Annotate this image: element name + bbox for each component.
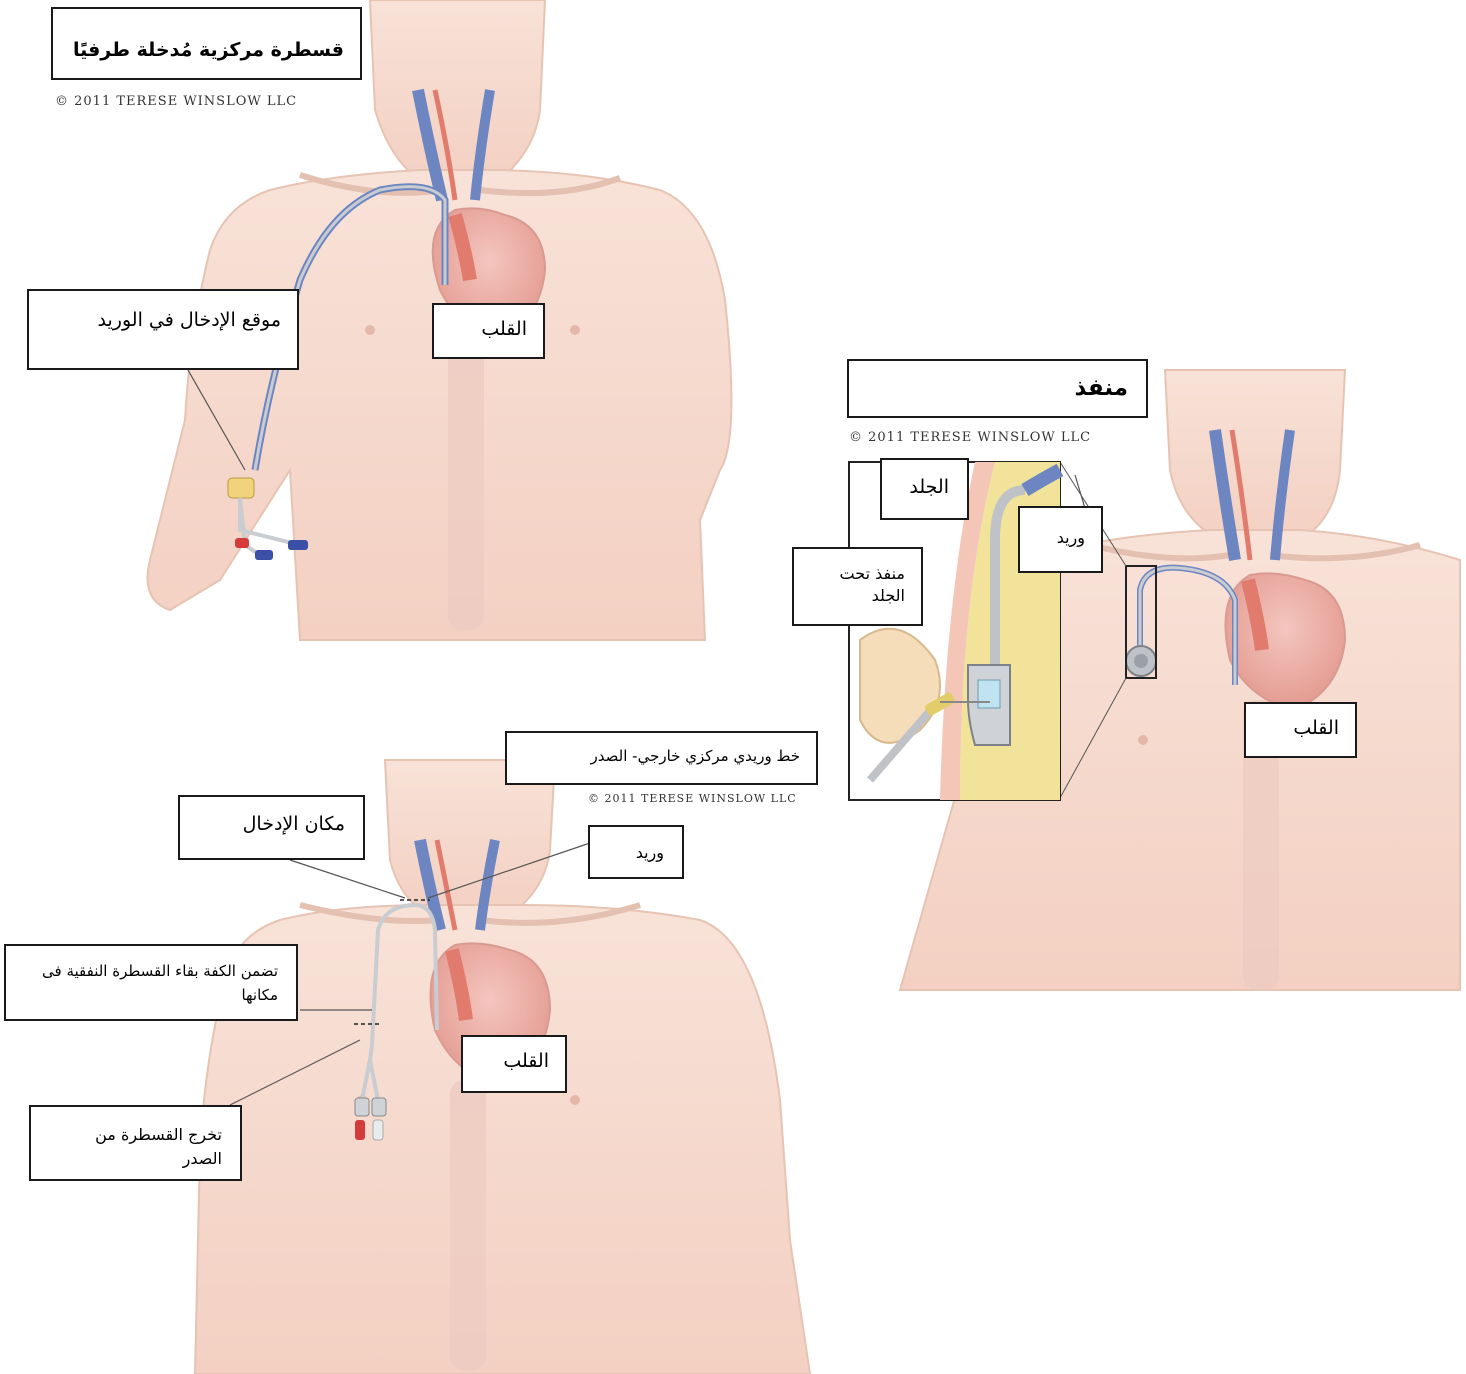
port-title-box: منفذ (847, 359, 1148, 418)
picc-heart-label: القلب (481, 318, 527, 340)
tunneled-title: خط وريدي مركزي خارجي- الصدر (591, 747, 800, 765)
picc-title-box: قسطرة مركزية مُدخلة طرفيًا (51, 7, 362, 80)
port-subcutaneous-label: منفذ تحت الجلد (835, 563, 905, 606)
port-skin-label: الجلد (909, 476, 949, 498)
tunneled-cuff-label: تضمن الكفة بقاء القسطرة النفقية فى مكانه… (42, 962, 278, 1004)
tunneled-heart-label: القلب (503, 1050, 549, 1072)
port-title: منفذ (1075, 375, 1128, 401)
tunneled-insertion-place-label-box: مكان الإدخال (178, 795, 365, 860)
port-vein-label: وريد (1057, 528, 1085, 547)
port-subcutaneous-label-box: منفذ تحت الجلد (792, 547, 923, 626)
picc-copyright: © 2011 TERESE WINSLOW LLC (55, 94, 297, 109)
tunneled-copyright: © 2011 TERESE WINSLOW LLC (588, 792, 797, 805)
picc-insertion-site-label-box: موقع الإدخال في الوريد (27, 289, 299, 370)
picc-insertion-site-label: موقع الإدخال في الوريد (98, 309, 281, 331)
port-skin-label-box: الجلد (880, 458, 969, 520)
port-copyright: © 2011 TERESE WINSLOW LLC (849, 430, 1091, 445)
tunneled-cuff-label-box: تضمن الكفة بقاء القسطرة النفقية فى مكانه… (4, 944, 298, 1021)
port-heart-label-box: القلب (1244, 702, 1357, 758)
picc-heart-label-box: القلب (432, 303, 545, 359)
tunneled-heart-label-box: القلب (461, 1035, 567, 1093)
tunneled-title-box: خط وريدي مركزي خارجي- الصدر (505, 731, 818, 785)
tunneled-exit-label-box: تخرج القسطرة من الصدر (29, 1105, 242, 1181)
tunneled-vein-label-box: وريد (588, 825, 684, 879)
tunneled-exit-label: تخرج القسطرة من الصدر (92, 1123, 222, 1171)
port-heart-label: القلب (1293, 717, 1339, 739)
port-vein-label-box: وريد (1018, 506, 1103, 573)
tunneled-vein-label: وريد (636, 843, 664, 862)
picc-title: قسطرة مركزية مُدخلة طرفيًا (73, 39, 344, 61)
tunneled-insertion-place-label: مكان الإدخال (243, 813, 345, 835)
